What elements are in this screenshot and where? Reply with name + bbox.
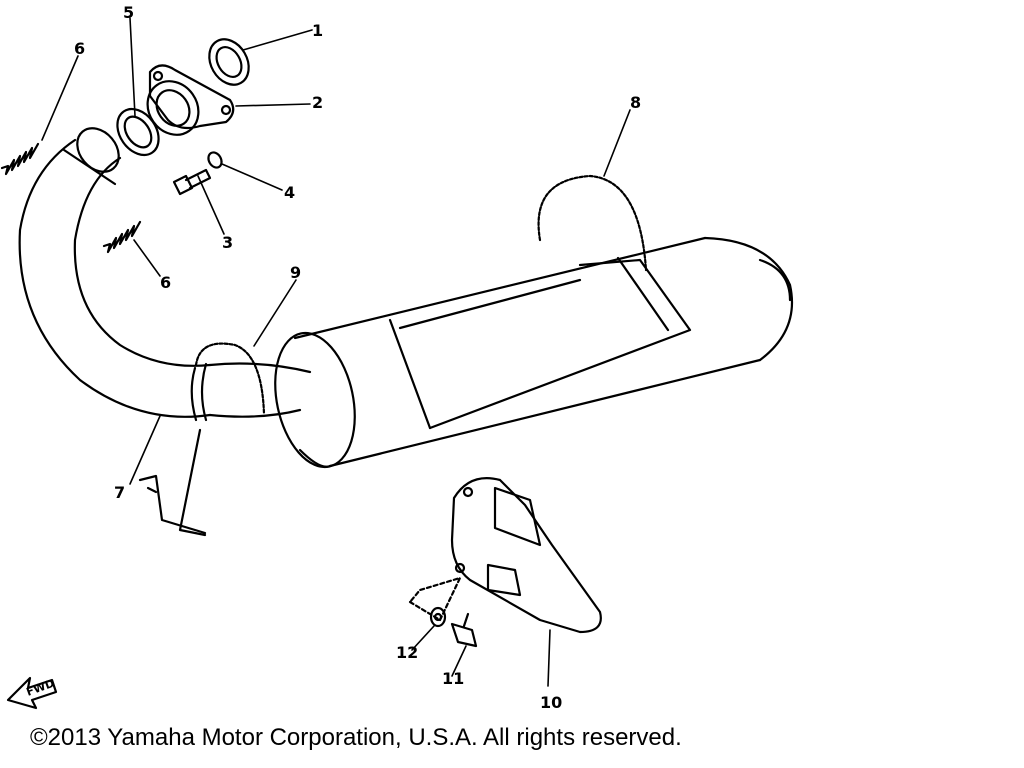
callout-4: 4: [284, 183, 295, 202]
callout-8: 8: [630, 93, 641, 112]
spring-part-upper: [0, 142, 40, 176]
spring-part-lower: [102, 220, 142, 254]
callout-7: 7: [114, 483, 125, 502]
callout-5: 5: [123, 3, 134, 22]
callout-6-upper: 6: [74, 39, 85, 58]
gasket-ring-part: [208, 38, 250, 86]
bracket-part: [408, 477, 602, 634]
callout-9: 9: [290, 263, 301, 282]
bolt-part: [172, 168, 212, 196]
callout-10: 10: [540, 693, 562, 712]
nut-part: [207, 151, 223, 169]
copyright-text: ©2013 Yamaha Motor Corporation, U.S.A. A…: [30, 724, 682, 751]
callout-3: 3: [222, 233, 233, 252]
callout-1: 1: [312, 21, 323, 40]
exhaust-pipe-part: [18, 127, 312, 537]
forward-direction-icon: [6, 676, 58, 710]
bracket-bolt-part: [450, 612, 478, 648]
callout-6-lower: 6: [160, 273, 171, 292]
muffler-part: [274, 236, 794, 469]
seal-ring-part: [116, 107, 160, 157]
callout-12: 12: [396, 643, 418, 662]
hose-part-upper: [537, 174, 648, 272]
washer-part: [429, 606, 447, 628]
leader-lines: [41, 17, 631, 687]
callout-2: 2: [312, 93, 323, 112]
callout-11: 11: [442, 669, 464, 688]
hose-part-lower: [194, 342, 266, 416]
